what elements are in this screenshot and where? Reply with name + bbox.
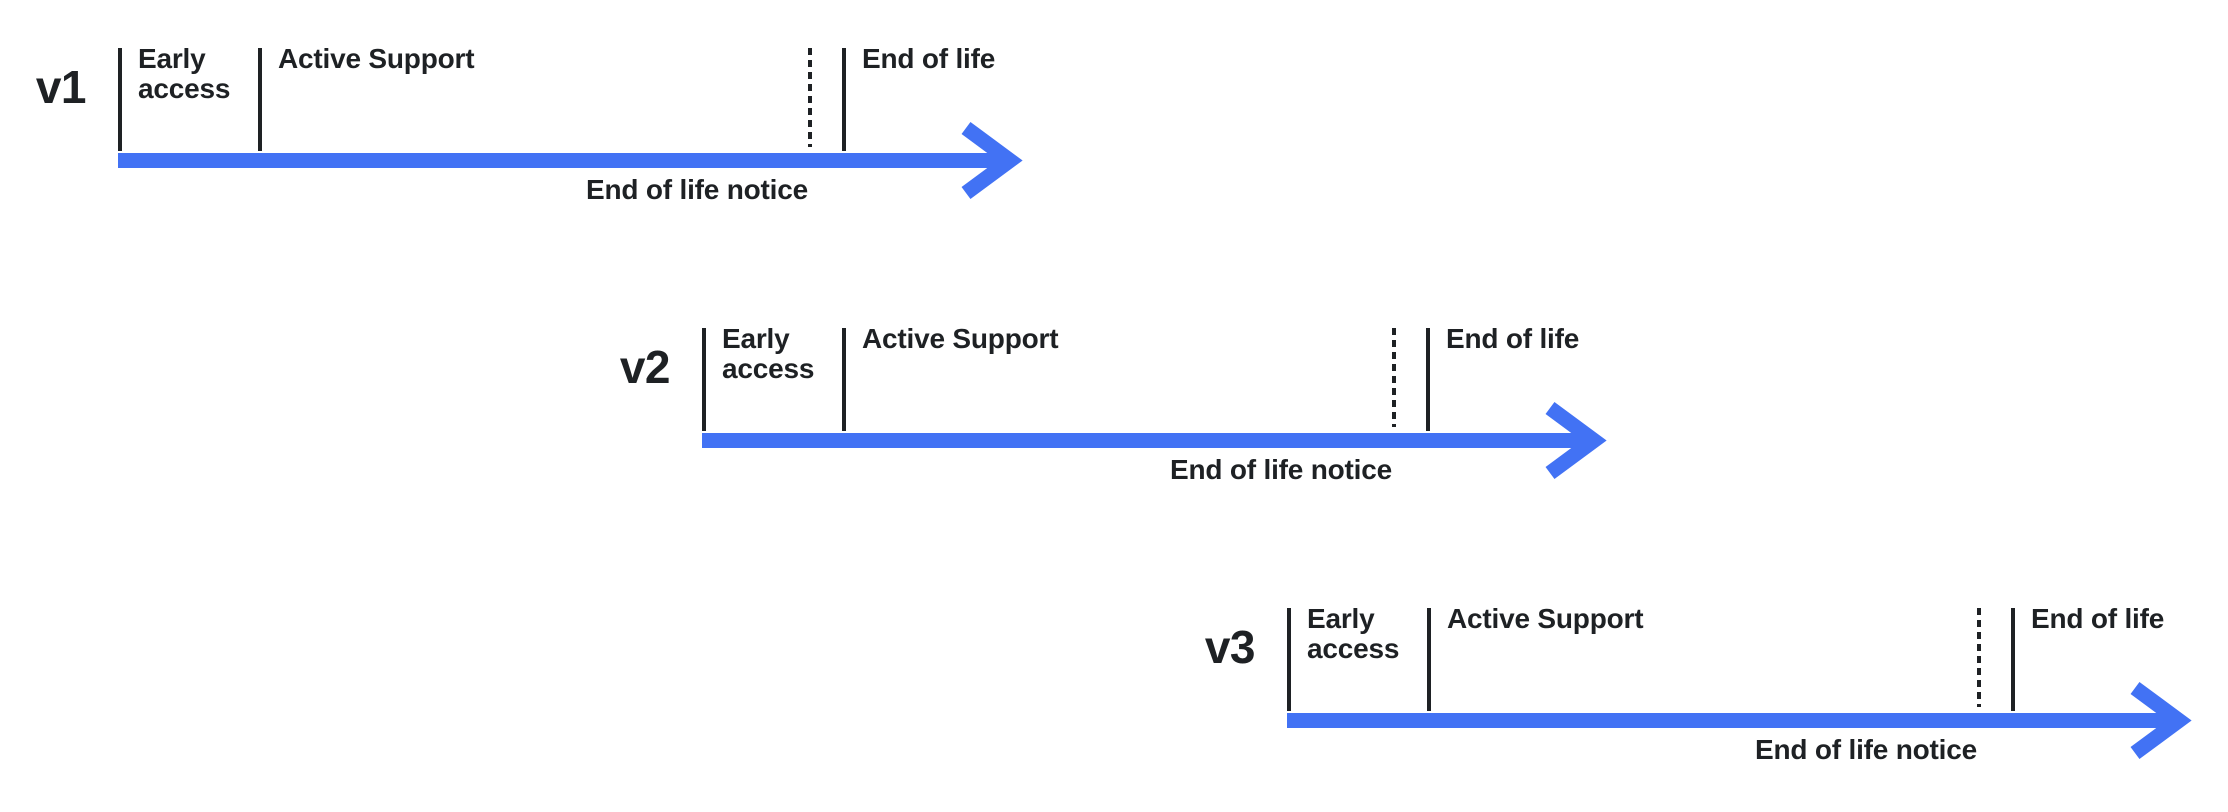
eol-notice-label: End of life notice: [1755, 734, 1977, 765]
version-label: v3: [1204, 621, 1256, 673]
end-of-life-label: End of life: [2031, 603, 2165, 634]
active-support-start-tick: [1427, 608, 1431, 711]
eol-notice-dashed-tick: [808, 48, 812, 147]
early-access-label: Early access: [722, 323, 815, 384]
eol-notice-label: End of life notice: [586, 174, 808, 205]
timeline-arrow-icon: [118, 121, 1023, 200]
version-label: v2: [619, 341, 671, 393]
early-access-start-tick: [702, 328, 706, 431]
end-of-life-label: End of life: [862, 43, 996, 74]
timeline-row-v2: v2 Early access Active Support End of li…: [620, 324, 1642, 508]
active-support-start-tick: [842, 328, 846, 431]
timeline-row-v1: v1 Early access Active Support End of li…: [36, 44, 1058, 228]
early-access-start-tick: [1287, 608, 1291, 711]
early-access-label: Early access: [1307, 603, 1400, 664]
end-of-life-tick: [1426, 328, 1430, 431]
timeline-arrow-icon: [702, 401, 1607, 480]
active-support-start-tick: [258, 48, 262, 151]
timeline-row-v3: v3 Early access Active Support End of li…: [1205, 604, 2227, 788]
end-of-life-label: End of life: [1446, 323, 1580, 354]
active-support-label: Active Support: [1447, 603, 1644, 634]
end-of-life-tick: [842, 48, 846, 151]
eol-notice-label: End of life notice: [1170, 454, 1392, 485]
active-support-label: Active Support: [278, 43, 475, 74]
early-access-label: Early access: [138, 43, 231, 104]
active-support-label: Active Support: [862, 323, 1059, 354]
timeline-arrow-icon: [1287, 681, 2192, 760]
end-of-life-tick: [2011, 608, 2015, 711]
eol-notice-dashed-tick: [1977, 608, 1981, 707]
early-access-start-tick: [118, 48, 122, 151]
eol-notice-dashed-tick: [1392, 328, 1396, 427]
version-label: v1: [35, 61, 87, 113]
